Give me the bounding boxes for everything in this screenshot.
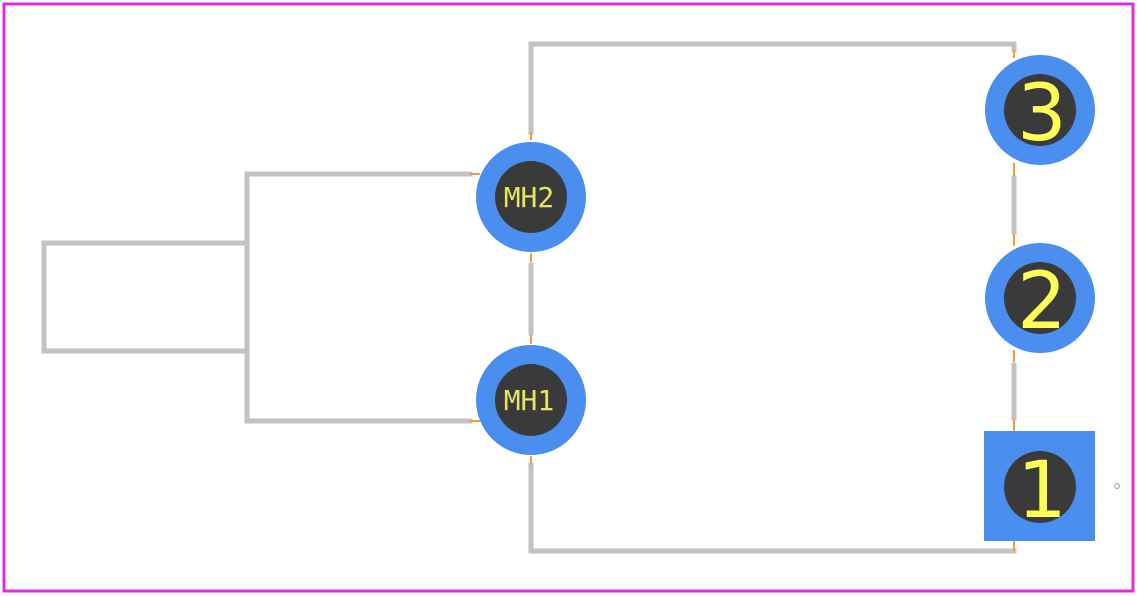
silkscreen-body xyxy=(41,41,1017,554)
silk-left-frame xyxy=(244,171,473,424)
silk-left-tab xyxy=(41,240,250,354)
fab-accents xyxy=(470,50,1015,551)
silk-bottom-edge xyxy=(528,462,1017,554)
pad-1-number: 1 xyxy=(1017,446,1067,536)
pad-3-number: 3 xyxy=(1017,69,1067,159)
silk-top-edge xyxy=(528,41,1017,135)
pad-1[interactable]: 1 xyxy=(984,431,1095,541)
mh1-label: MH1 xyxy=(504,384,555,417)
mounting-hole-mh1[interactable]: MH1 xyxy=(476,345,586,455)
pad-3-drill xyxy=(1004,74,1076,146)
mh2-drill-hole xyxy=(495,161,567,233)
mh1-drill-hole xyxy=(495,364,567,436)
pad-2[interactable]: 2 xyxy=(985,243,1095,353)
pad-2-drill xyxy=(1004,262,1076,334)
mounting-hole-mh2[interactable]: MH2 xyxy=(476,142,586,252)
pad-2-number: 2 xyxy=(1017,257,1067,347)
origin-marker xyxy=(1113,482,1121,490)
pad-1-drill xyxy=(1004,451,1076,523)
mh2-label: MH2 xyxy=(504,181,555,214)
pad-3[interactable]: 3 xyxy=(985,55,1095,165)
